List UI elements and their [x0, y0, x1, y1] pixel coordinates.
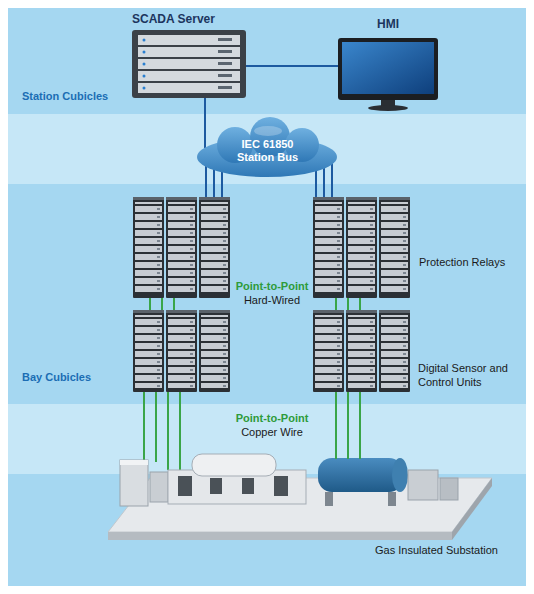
- wire-connector: [336, 298, 360, 310]
- free-label: Hard-Wired: [230, 293, 314, 307]
- node-text: HMI: [338, 17, 438, 31]
- free-label: Point-to-Point: [230, 279, 314, 293]
- node-text: SCADA Server: [132, 12, 292, 26]
- wire-connector: [246, 65, 338, 67]
- node-text: Gas Insulated Substation: [375, 543, 515, 557]
- wire-connector: [336, 392, 360, 459]
- free-label: Copper Wire: [200, 425, 344, 439]
- node-text: Digital Sensor and Control Units: [418, 361, 522, 389]
- hmi-monitor: HMI: [338, 38, 438, 108]
- sensor-racks: [133, 310, 410, 392]
- free-label: Station Cubicles: [22, 89, 132, 103]
- monitor-illustration: [338, 38, 438, 111]
- station-bus-cloud: IEC 61850 Station Bus: [190, 115, 345, 180]
- server-illustration: [132, 30, 246, 98]
- wire-connector: [204, 98, 206, 148]
- substation: Gas Insulated Substation: [105, 455, 495, 543]
- substation-illustration: [108, 454, 492, 540]
- relay-racks: [133, 197, 410, 298]
- band-ground: [8, 8, 526, 586]
- node-text: IEC 61850 Station Bus: [230, 132, 306, 164]
- node-text: Protection Relays: [419, 255, 519, 269]
- free-label: Point-to-Point: [200, 411, 344, 425]
- relay-rack-group: Protection Relays: [313, 197, 412, 298]
- server-box: SCADA Server: [132, 30, 246, 98]
- sensor-rack-group: Digital Sensor and Control Units: [313, 310, 412, 392]
- free-label: Bay Cubicles: [22, 370, 132, 384]
